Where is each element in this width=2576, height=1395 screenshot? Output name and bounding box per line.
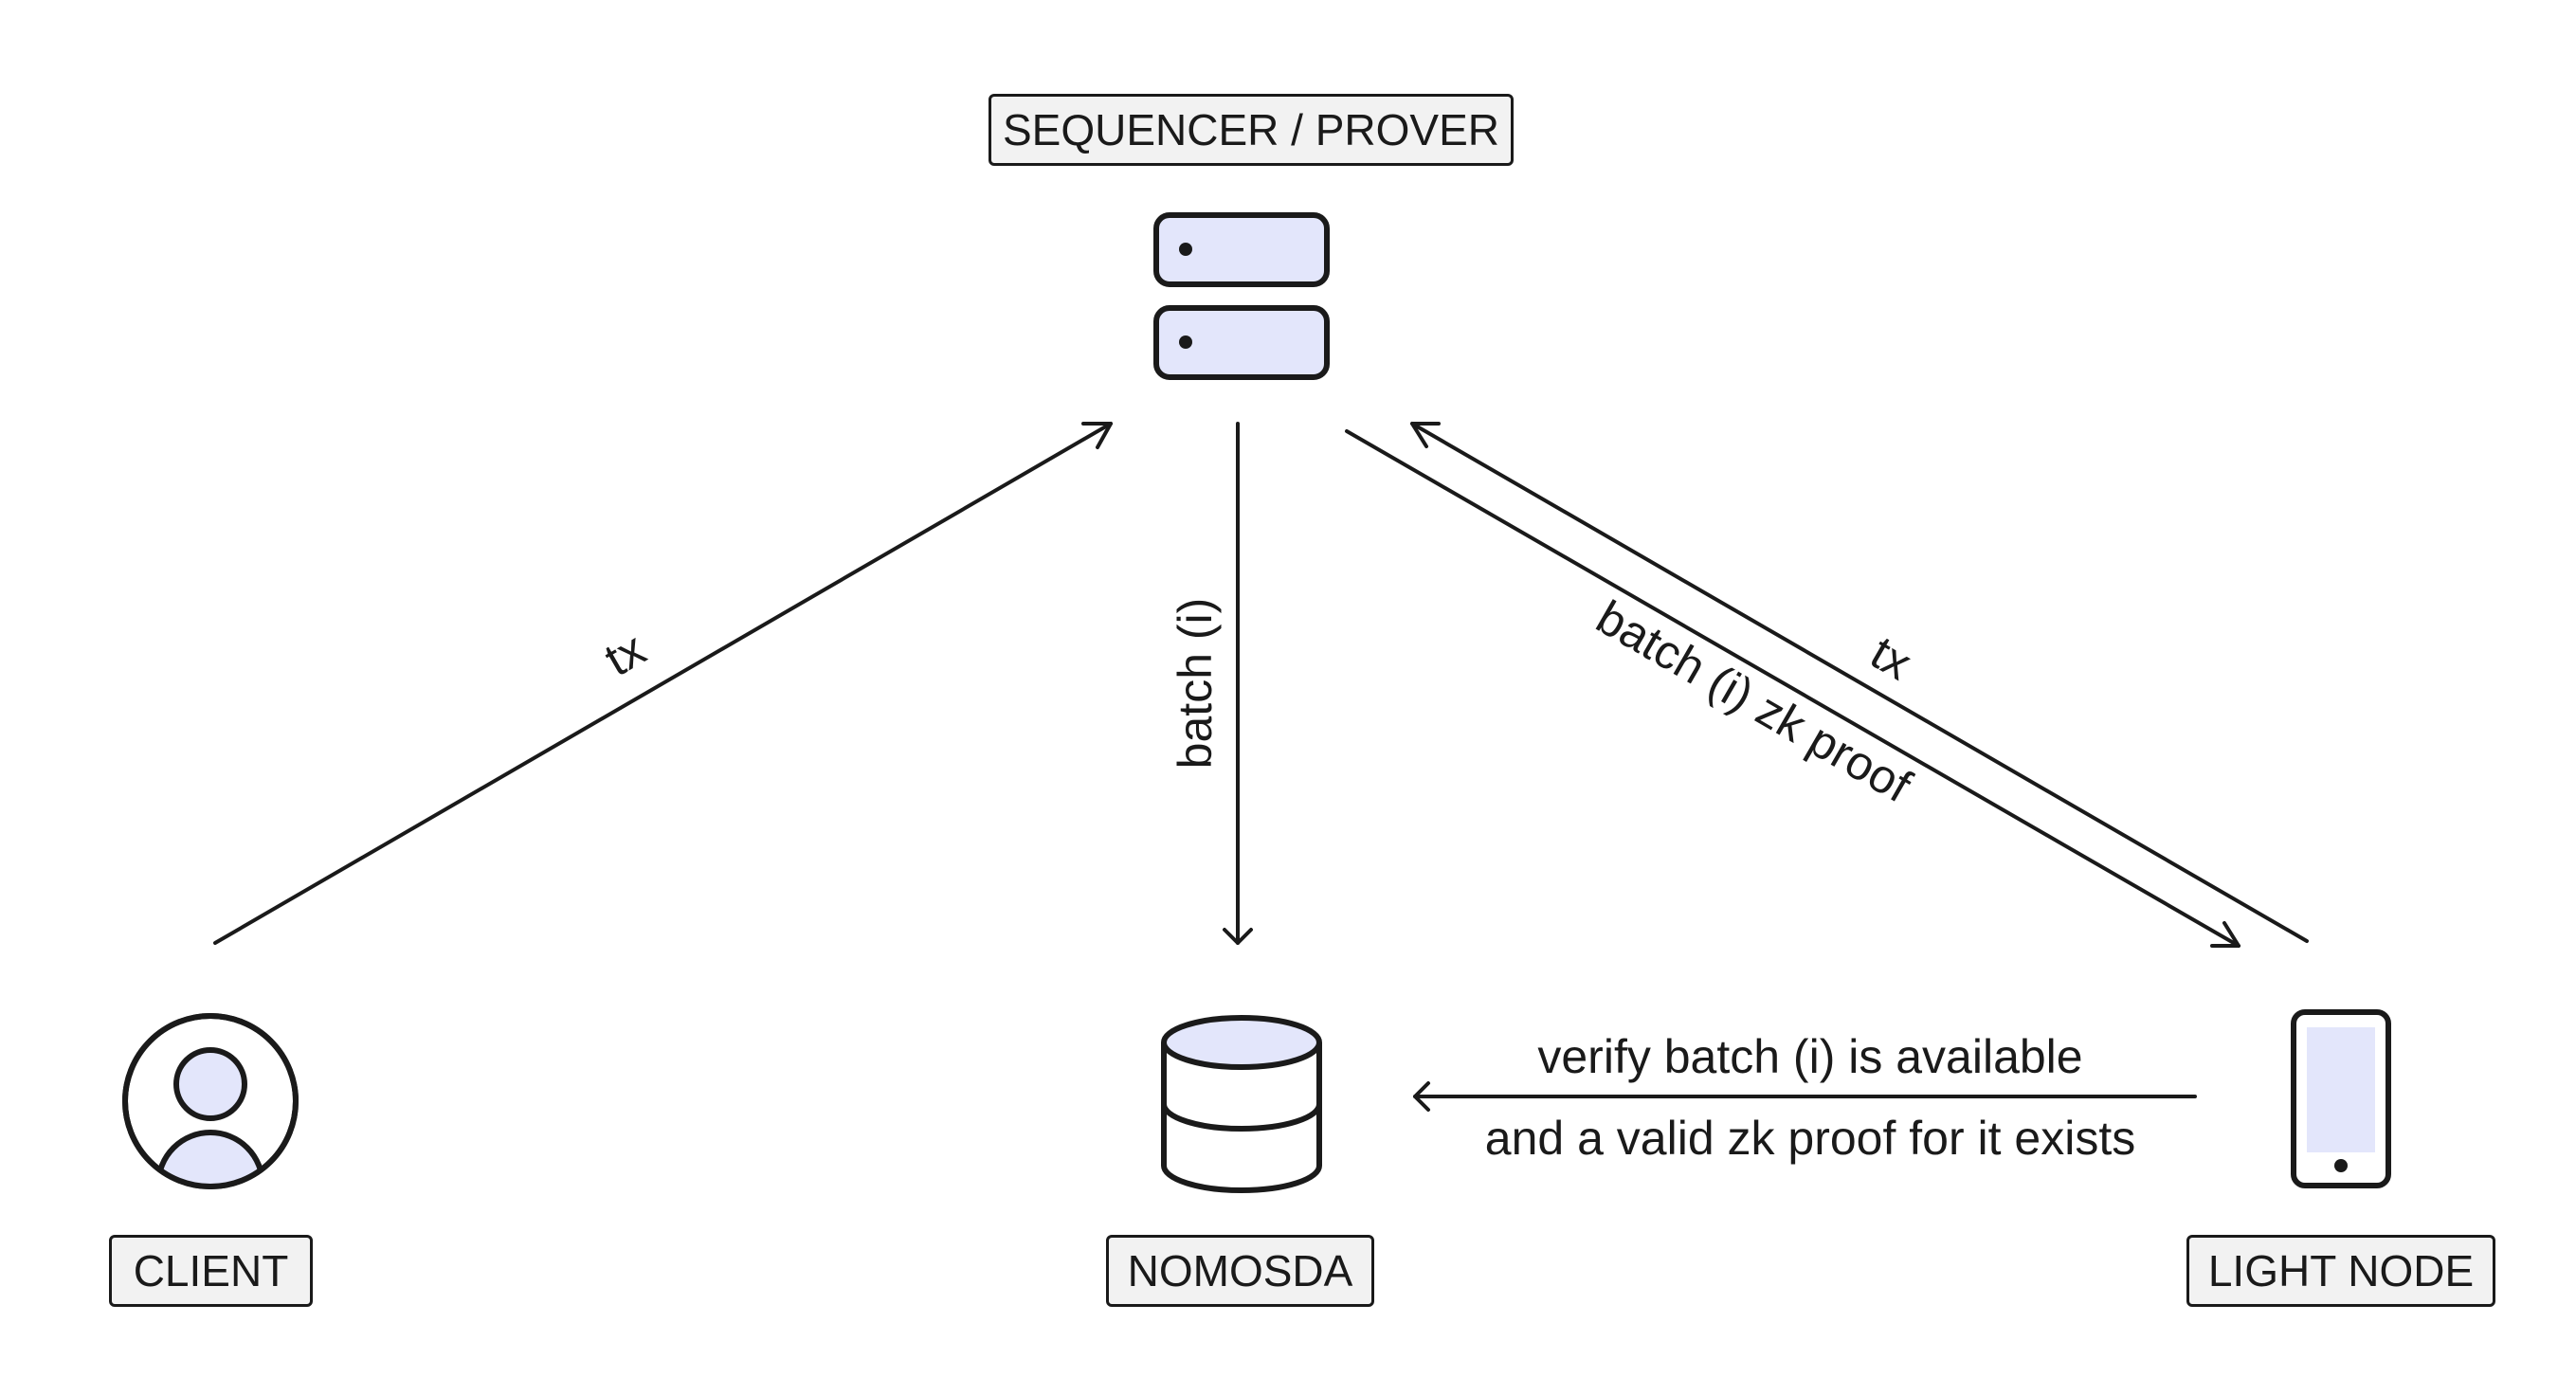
light-node-label: LIGHT NODE [2186, 1235, 2495, 1307]
edge-label-batch-zk-proof: batch (i) zk proof [1587, 590, 1920, 813]
nomosda-label: NOMOSDA [1106, 1235, 1374, 1307]
edge-label-batch: batch (i) [1169, 598, 1222, 770]
server-led-bottom [1179, 335, 1192, 349]
server-led-top [1179, 243, 1192, 256]
avatar-head [173, 1047, 247, 1121]
phone-home-button [2334, 1159, 2348, 1172]
database-body [1161, 1042, 1322, 1193]
server-stack-icon [1153, 212, 1330, 380]
arrowhead-light-node-to-sequencer [1410, 422, 1441, 448]
edge-sequencer-to-light-node [1345, 429, 2240, 948]
edge-label-verify-line1: verify batch (i) is available [1537, 1030, 2082, 1083]
client-label: CLIENT [109, 1235, 313, 1307]
sequencer-prover-label: SEQUENCER / PROVER [989, 94, 1514, 166]
arrowhead-sequencer-to-light-node [2210, 921, 2240, 948]
mobile-phone-icon [2291, 1009, 2391, 1188]
user-avatar-icon [122, 1013, 299, 1189]
server-unit-top [1153, 212, 1330, 287]
database-middle-band [1161, 1103, 1322, 1132]
server-unit-bottom [1153, 305, 1330, 380]
phone-screen [2307, 1027, 2375, 1152]
edge-client-to-sequencer [213, 422, 1113, 945]
edge-light-node-to-sequencer [1410, 422, 2309, 943]
arrowhead-sequencer-to-nomosda [1223, 928, 1253, 945]
arrowhead-client-to-sequencer [1081, 422, 1113, 449]
arrowhead-light-node-to-nomosda [1413, 1081, 1430, 1112]
edge-label-light-node-tx: tx [1862, 625, 1921, 690]
edge-label-client-tx: tx [596, 622, 655, 686]
database-top [1161, 1015, 1322, 1070]
database-icon [1161, 1015, 1322, 1193]
edge-label-verify-line2: and a valid zk proof for it exists [1485, 1112, 2135, 1165]
